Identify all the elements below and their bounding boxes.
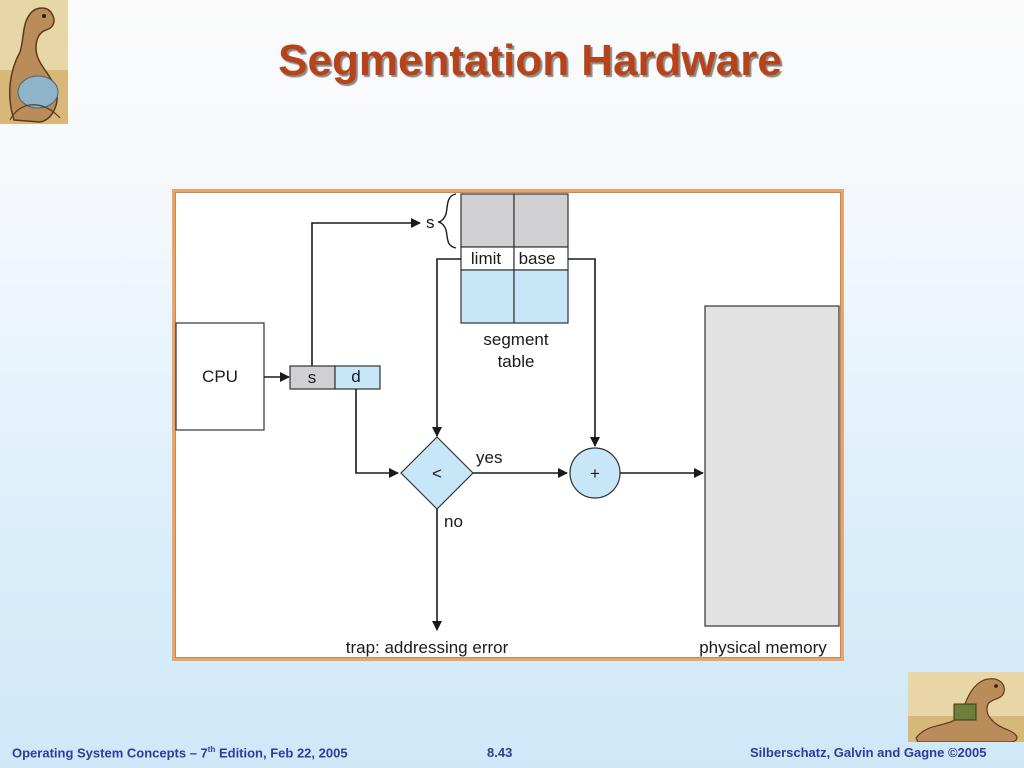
trap-label: trap: addressing error: [346, 638, 509, 657]
adder-symbol: +: [590, 464, 600, 483]
no-label: no: [444, 512, 463, 531]
dinosaur-logo-top: [0, 0, 68, 124]
base-label: base: [519, 249, 556, 268]
yes-label: yes: [476, 448, 502, 467]
physical-memory-label: physical memory: [699, 638, 827, 657]
s-brace: [437, 193, 457, 249]
footer-book-title-suffix: Edition, Feb 22, 2005: [215, 745, 348, 761]
address-d-cell: [334, 365, 381, 390]
s-pointer-label: s: [426, 213, 435, 232]
footer-book-title-prefix: Operating System Concepts – 7: [12, 745, 208, 761]
physical-memory-box: [704, 305, 840, 627]
segment-table-bottom-right-cell: [513, 269, 569, 324]
segment-table-bottom-left-cell: [460, 269, 515, 324]
segment-table-label-line2: table: [498, 352, 535, 371]
limit-label: limit: [471, 249, 501, 268]
footer-book-title-sup: th: [207, 745, 216, 754]
segment-table-top-left-cell: [460, 193, 515, 248]
offset-to-compare-arrow: [355, 389, 399, 478]
footer-authors: Silberschatz, Galvin and Gagne ©2005: [750, 745, 987, 760]
footer-book-title: Operating System Concepts – 7th Edition,…: [12, 745, 348, 760]
base-to-adder-arrow: [568, 258, 600, 447]
compare-symbol: <: [432, 464, 442, 483]
segment-table-top-right-cell: [513, 193, 569, 248]
address-s-label: s: [308, 368, 317, 387]
s-index-arrow: [311, 218, 421, 366]
cpu-label: CPU: [202, 367, 238, 386]
address-d-label: d: [351, 367, 360, 386]
dinosaur-logo-bottom: [908, 672, 1024, 742]
slide-title: Segmentation Hardware: [278, 36, 782, 85]
limit-to-compare-arrow: [432, 258, 461, 437]
segment-table-label-line1: segment: [483, 330, 548, 349]
footer-page-number: 8.43: [487, 745, 513, 760]
